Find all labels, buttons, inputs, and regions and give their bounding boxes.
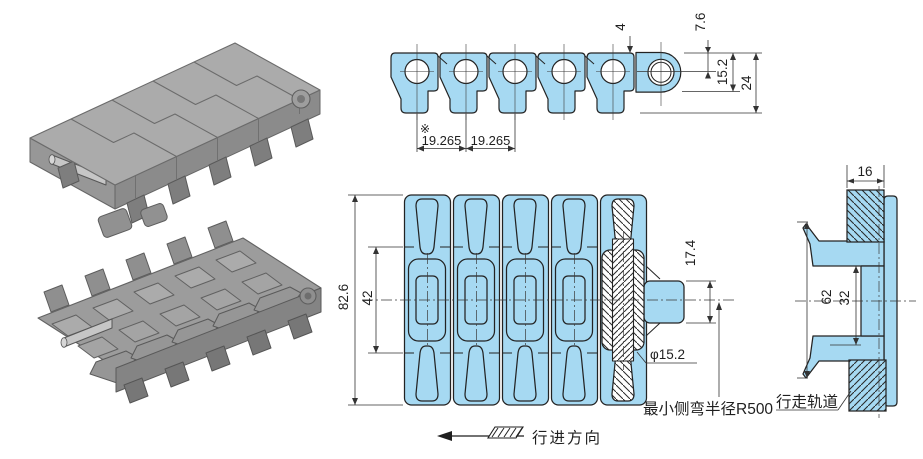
plate-chamfers bbox=[437, 55, 595, 65]
reference-mark: ※ bbox=[420, 122, 430, 136]
dim-inner-span: 32 bbox=[837, 290, 852, 305]
link-plates bbox=[390, 51, 682, 114]
dim-plate-thickness: 4 bbox=[613, 23, 628, 31]
iso-render-top-assembly bbox=[29, 42, 321, 224]
centerlines bbox=[400, 42, 662, 120]
hinge-pin-bottom bbox=[60, 318, 113, 348]
bottom-feet bbox=[123, 313, 313, 404]
guide-rail-top bbox=[846, 189, 885, 243]
dim-pitch-left: 19.265 bbox=[422, 133, 462, 148]
dim-rail-width: 16 bbox=[857, 164, 872, 179]
dim-inner-width: 42 bbox=[360, 290, 375, 305]
travel-direction-symbol: 行进方向 bbox=[437, 426, 602, 447]
side-dim-arrows bbox=[417, 46, 759, 152]
dim-link-depth: 15.2 bbox=[715, 59, 730, 85]
back-legs bbox=[43, 220, 234, 313]
end-lug bbox=[291, 89, 311, 109]
dim-pitch-right: 19.265 bbox=[471, 133, 511, 148]
iso-render-bottom-assembly bbox=[37, 203, 322, 404]
side-elevation-view: 4 7.6 15.2 24 ※ 19.265 19.265 bbox=[390, 13, 762, 152]
plan-view: 82.6 42 17.4 φ15.2 最小侧弯半径R500 行进方向 bbox=[336, 194, 773, 447]
label-running-track: 行走轨道 bbox=[776, 393, 838, 411]
guide-rail-bottom bbox=[848, 359, 887, 412]
underside-bosses bbox=[51, 250, 283, 359]
cross-section-view: 16 62 32 行走轨道 bbox=[776, 164, 916, 418]
section-centerlines bbox=[795, 186, 916, 418]
side-dim-lines bbox=[416, 36, 762, 152]
dim-outer-span: 62 bbox=[819, 289, 834, 304]
far-leg-pieces bbox=[97, 203, 168, 238]
plan-centerlines bbox=[362, 232, 737, 370]
label-travel-direction: 行进方向 bbox=[532, 429, 602, 447]
dim-tab-width: 17.4 bbox=[683, 239, 698, 266]
plate-seams bbox=[70, 61, 300, 157]
plan-dim-arrows bbox=[352, 195, 722, 405]
dim-overall-height: 24 bbox=[739, 75, 754, 91]
section-dim-arrows bbox=[804, 178, 884, 378]
dim-top-to-pin: 7.6 bbox=[693, 13, 708, 32]
dim-overall-width: 82.6 bbox=[336, 284, 351, 310]
note-min-side-flex-radius: 最小侧弯半径R500 bbox=[643, 400, 773, 418]
hinge-pin bbox=[48, 154, 107, 189]
side-tab bbox=[643, 280, 685, 324]
dim-pin-diameter: φ15.2 bbox=[650, 347, 685, 362]
